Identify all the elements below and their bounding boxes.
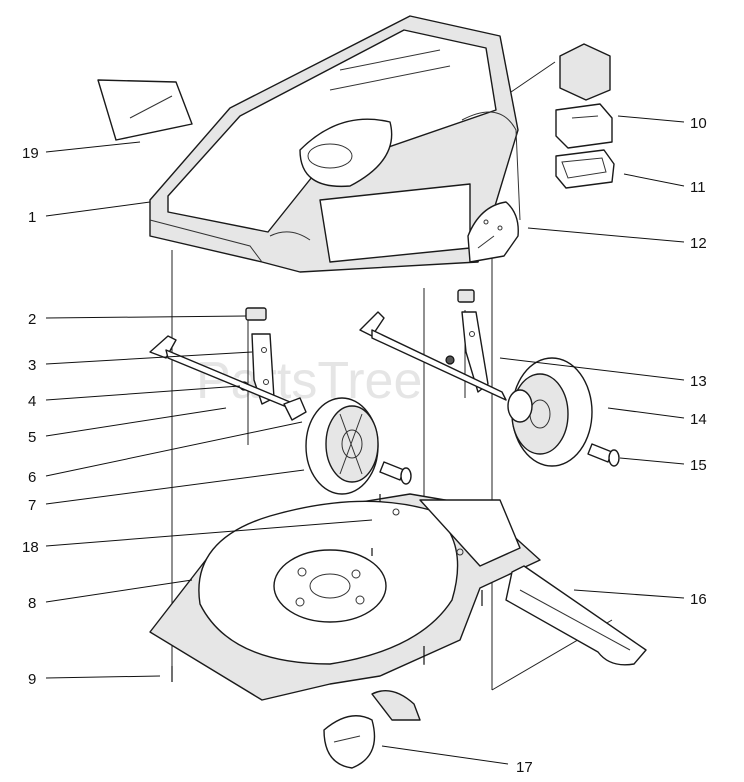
part-16-rear-rail <box>505 565 647 666</box>
part-6-wheel-left <box>305 397 379 495</box>
part-11-switch-base <box>555 149 615 189</box>
part-19-label-card <box>97 79 193 141</box>
callout-11: 11 <box>690 179 706 196</box>
part-14-wheel-right <box>507 357 593 467</box>
callout-10: 10 <box>690 115 707 132</box>
callout-numbers: 19 1 2 3 4 5 6 7 18 8 9 10 11 12 13 14 1… <box>22 115 707 776</box>
part-17-flap <box>323 690 421 769</box>
callout-7: 7 <box>28 497 36 514</box>
part-5-axle-left <box>149 335 307 421</box>
part-15-wheel-bolt-right <box>587 443 620 467</box>
callout-18: 18 <box>22 539 39 556</box>
part-7-wheel-bolt-left <box>379 461 412 485</box>
callout-13: 13 <box>690 373 707 390</box>
part-13-adjuster-right <box>359 289 507 401</box>
callout-4: 4 <box>28 393 36 410</box>
callout-6: 6 <box>28 469 36 486</box>
callout-15: 15 <box>690 457 707 474</box>
leader-lines <box>45 115 685 765</box>
part-10-switch-cover <box>555 43 613 149</box>
callout-17: 17 <box>516 759 533 776</box>
callout-16: 16 <box>690 591 707 608</box>
callout-12: 12 <box>690 235 707 252</box>
callout-19: 19 <box>22 145 39 162</box>
part-2-knob <box>245 307 267 321</box>
callout-5: 5 <box>28 429 36 446</box>
callout-9: 9 <box>28 671 36 688</box>
part-1-housing <box>149 15 521 273</box>
screws <box>171 494 483 682</box>
callout-14: 14 <box>690 411 707 428</box>
callout-2: 2 <box>28 311 36 328</box>
part-3-bracket-left <box>251 333 275 405</box>
callout-3: 3 <box>28 357 36 374</box>
callout-8: 8 <box>28 595 36 612</box>
part-12-height-plate <box>467 201 519 263</box>
part-8-deck <box>149 493 541 701</box>
callout-1: 1 <box>28 209 36 226</box>
